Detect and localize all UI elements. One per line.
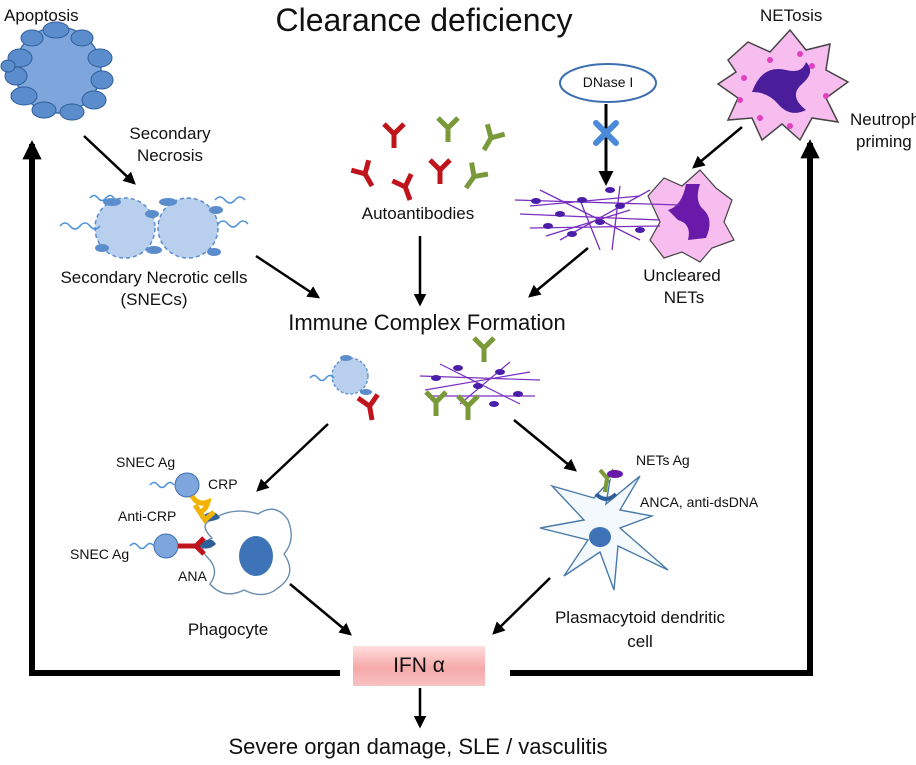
anti-crp-label: Anti-CRP — [118, 508, 177, 524]
block-x-icon — [593, 120, 619, 146]
ifn-alpha-label: IFN α — [393, 654, 445, 677]
diagram-title: Clearance deficiency — [275, 2, 573, 38]
anca-label: ANCA, anti-dsDNA — [640, 494, 759, 510]
secondary-necrosis-label-1: Secondary — [129, 124, 211, 143]
dnase-ellipse — [559, 63, 657, 103]
crp-label: CRP — [208, 476, 238, 492]
dnase-label: DNase I — [582, 74, 634, 90]
uncleared-nets-label-2: NETs — [663, 288, 705, 307]
neutrophil-priming-label-2: priming — [856, 132, 912, 151]
snecs-label-2: (SNECs) — [120, 290, 188, 309]
ifn-alpha-box: IFN α — [353, 646, 485, 686]
autoantibodies-label: Autoantibodies — [361, 204, 475, 223]
snec-ag-top-icon — [149, 472, 216, 524]
nets-complex-icon — [419, 338, 541, 420]
immune-complex-label: Immune Complex Formation — [288, 310, 566, 335]
neutrophil-icon — [716, 28, 850, 142]
snecs-label-1: Secondary Necrotic cells — [60, 268, 248, 287]
snec-ag-bottom-icon — [129, 533, 206, 559]
pdc-icon — [539, 468, 669, 591]
neutrophil-priming-label-1: Neutrophil — [850, 110, 916, 129]
phagocyte-icon — [198, 508, 292, 596]
pdc-label-1: Plasmacytoid dendritic — [554, 608, 726, 627]
apoptosis-label: Apoptosis — [4, 6, 79, 25]
netosis-label: NETosis — [760, 6, 823, 25]
snec-complex-icon — [309, 355, 382, 422]
secondary-necrotic-cells-icon — [59, 194, 249, 259]
flow-arrows — [83, 126, 743, 729]
snec-ag-top-label: SNEC Ag — [116, 454, 176, 470]
autoantibodies-icon — [351, 118, 504, 203]
uncleared-nets-icon — [514, 169, 735, 263]
apoptotic-cell-icon — [0, 21, 114, 121]
ana-label: ANA — [178, 568, 207, 584]
feedback-arrows — [22, 139, 820, 676]
outcome-label: Severe organ damage, SLE / vasculitis — [228, 734, 608, 759]
uncleared-nets-label-1: Uncleared — [643, 266, 721, 285]
secondary-necrosis-label-2: Necrosis — [136, 146, 204, 165]
phagocyte-label: Phagocyte — [187, 620, 269, 639]
pdc-label-2: cell — [627, 632, 653, 651]
snec-ag-bottom-label: SNEC Ag — [70, 546, 130, 562]
nets-ag-label: NETs Ag — [636, 452, 690, 468]
